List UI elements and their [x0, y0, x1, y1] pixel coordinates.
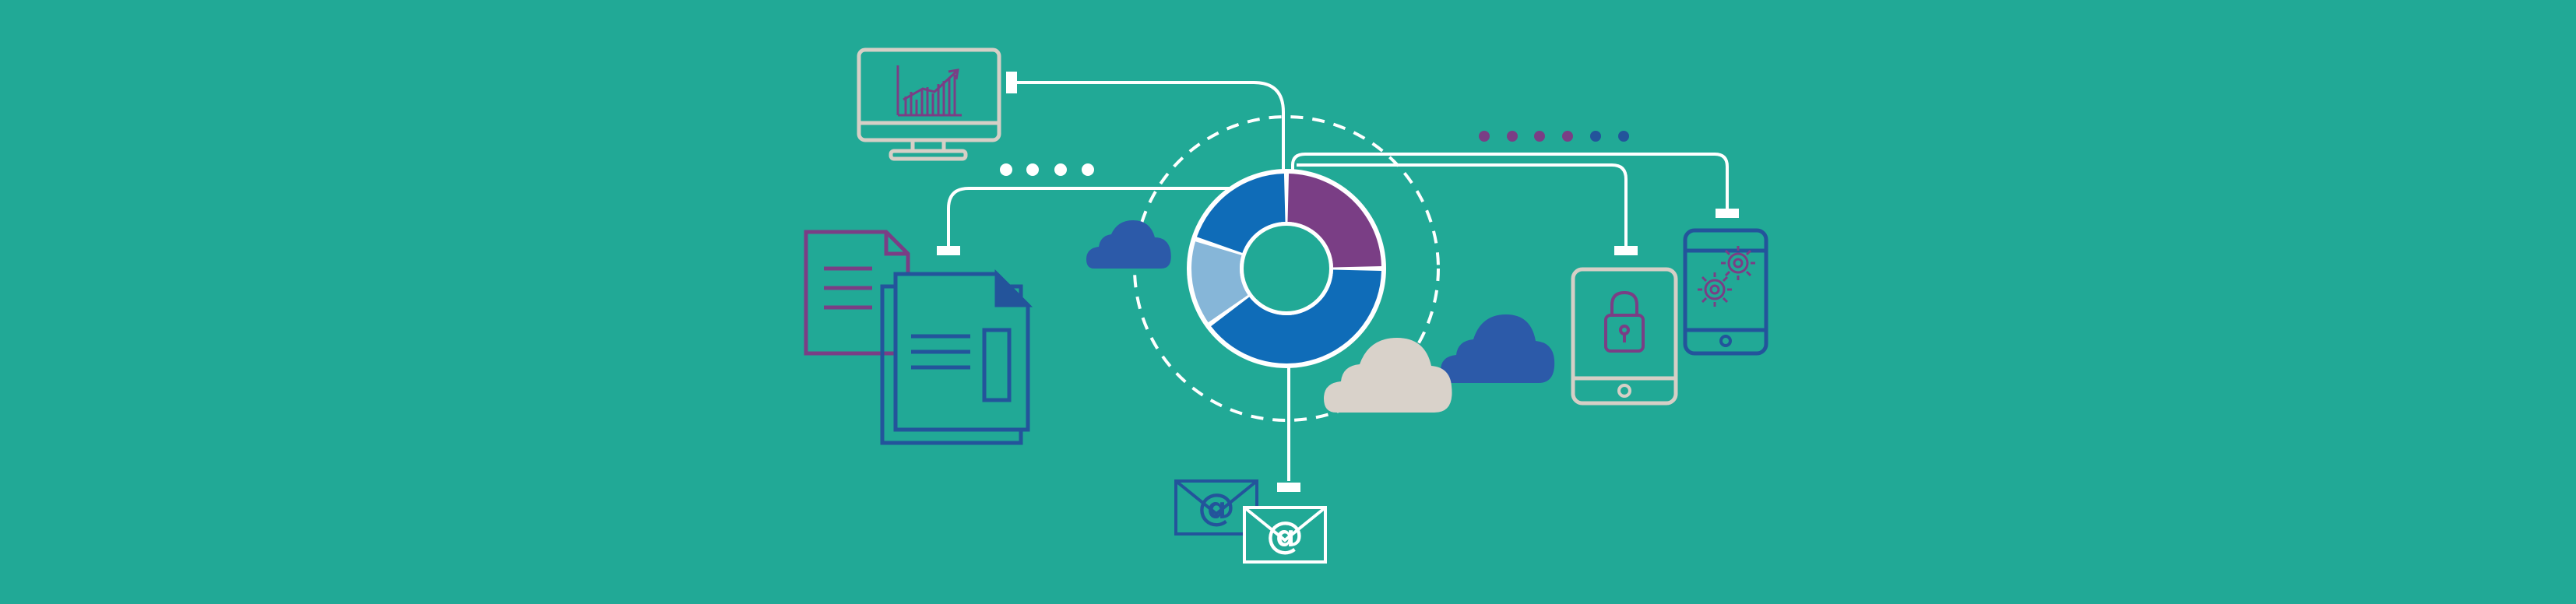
- monitor-base: [889, 149, 968, 161]
- tablet-home-button: [1617, 384, 1631, 398]
- connector-right-low: [1297, 163, 1628, 248]
- plug-documents: [937, 246, 960, 255]
- phone-body: [1683, 228, 1768, 356]
- connector-documents: [947, 187, 1238, 248]
- connector-monitor: [1016, 81, 1285, 171]
- white-dots: [1000, 163, 1094, 176]
- cloud-icon: [1324, 338, 1452, 413]
- at-symbol: @: [1266, 514, 1304, 557]
- document-sidebar-box: [982, 328, 1012, 402]
- bar-chart-icon: [896, 65, 962, 117]
- donut-chart-icon: [1187, 169, 1386, 368]
- dot: [1000, 163, 1012, 176]
- cloud-icon: [1086, 220, 1171, 269]
- dot: [1562, 131, 1573, 142]
- plug-phone: [1716, 209, 1739, 218]
- dot: [1590, 131, 1601, 142]
- monitor-screen: [857, 47, 1001, 142]
- tablet-lock-icon: [1571, 267, 1678, 406]
- connector-right-top: [1291, 153, 1729, 210]
- donut-segment-light-blue: [1191, 241, 1248, 323]
- donut-segment-blue-main: [1211, 269, 1381, 364]
- tablet-body: [1571, 267, 1678, 406]
- document-back: [804, 230, 910, 356]
- cloud-gray: [1324, 338, 1452, 413]
- documents-icon: [804, 230, 1033, 445]
- lock-icon: [1604, 290, 1645, 353]
- dot: [1618, 131, 1629, 142]
- dashed-orbit: [1133, 115, 1440, 422]
- gear-icon: [1698, 272, 1732, 307]
- donut-segment-blue-top: [1196, 174, 1286, 254]
- gear-icon: [1721, 246, 1755, 280]
- cloud-icon: [1441, 314, 1555, 383]
- dot: [1507, 131, 1518, 142]
- connector-plugs: [937, 72, 1739, 492]
- email-icon: @ @: [1174, 479, 1327, 564]
- monitor-with-chart-icon: [857, 47, 1001, 161]
- phone-home-button: [1719, 335, 1732, 347]
- connector-lines: [947, 81, 1729, 481]
- phone-gears-icon: [1683, 228, 1768, 356]
- cloud-blue: [1441, 314, 1555, 383]
- donut-hole-fill: [1244, 226, 1329, 311]
- dot: [1479, 131, 1490, 142]
- colored-dots: [1479, 131, 1629, 142]
- donut-segment-purple: [1287, 174, 1381, 268]
- dot: [1026, 163, 1039, 176]
- dot: [1082, 163, 1094, 176]
- plug-tablet: [1614, 246, 1638, 255]
- cloud-small-blue: [1086, 220, 1171, 269]
- dot: [1054, 163, 1067, 176]
- donut-segments: [1191, 174, 1381, 364]
- plug-monitor: [1006, 72, 1017, 93]
- dot: [1534, 131, 1545, 142]
- plug-mail: [1277, 483, 1300, 492]
- at-symbol: @: [1198, 486, 1235, 529]
